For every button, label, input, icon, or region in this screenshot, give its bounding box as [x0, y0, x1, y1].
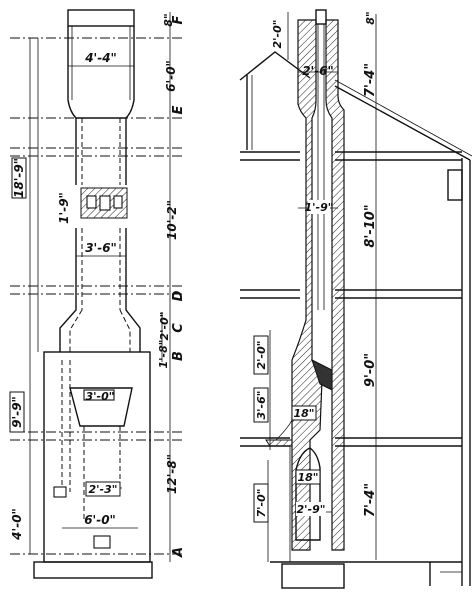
dim-top-ext: 2'-0" [271, 20, 284, 49]
footing [33, 561, 153, 579]
ash-pit [295, 447, 321, 541]
level-f: F [171, 15, 186, 24]
middle-shaft-lower [59, 228, 141, 352]
dim-first-floor: 9'-0" [363, 353, 378, 387]
dim-second-floor: 8'-10" [363, 204, 378, 247]
ash-door [93, 535, 111, 549]
firebox [69, 387, 133, 427]
dim-top-cap: 8" [162, 13, 175, 26]
dim-transition-2: 1'-8" [157, 340, 170, 369]
level-e: E [171, 105, 186, 114]
level-d: D [171, 290, 186, 301]
dim-flue-size: 1'-9" [57, 192, 71, 224]
lower-body [43, 351, 151, 563]
level-b: B [171, 351, 186, 361]
top-cap [67, 9, 135, 27]
hearth [265, 439, 293, 447]
right-footing [281, 563, 345, 589]
dim-throat: 2'-0" [255, 341, 268, 370]
upper-section [67, 26, 135, 119]
dim-basement: 7'-4" [363, 483, 378, 517]
level-c: C [171, 323, 186, 333]
chimney-right-wall [325, 19, 345, 551]
dim-right-top-cap: 8" [364, 11, 377, 24]
dim-lower-overall-frame [9, 391, 25, 433]
dim-opening-1: 18" [293, 407, 314, 420]
flue-cap [315, 9, 327, 25]
dim-right-flue: 1'-9" [305, 201, 334, 214]
dim-ash-pit: 7'-0" [255, 489, 268, 518]
cleanout-door-left [53, 486, 67, 498]
level-a: A [171, 547, 186, 558]
dim-base-height: 4'-0" [10, 508, 24, 541]
dim-mid-width: 3'-6" [85, 241, 117, 255]
dim-mid-height: 10'-2" [165, 200, 179, 240]
dim-basement-width: 2'-9" [297, 503, 326, 516]
dim-ash-width: 2'-3" [89, 483, 118, 496]
dim-opening-2: 18" [297, 471, 318, 484]
dim-transition-1: 2'-0" [158, 312, 171, 341]
dim-overall-upper-frame [11, 157, 27, 199]
dim-base-width: 6'-0" [84, 513, 116, 527]
left-elevation: 8" 4'-4" 6'-0" 18'-9" 1'-9" 10'-2" 3'-6"… [9, 9, 186, 579]
smoke-shelf [311, 359, 333, 391]
right-section: 2'-0" 8" 2'-6" 7'-4" 1'-9" 8'-10" 9'-0" … [239, 9, 473, 589]
middle-shaft-upper [75, 118, 127, 185]
dim-attic: 7'-4" [363, 63, 378, 97]
dim-upper-height: 6'-0" [164, 60, 178, 92]
dim-firebox: 3'-6" [255, 391, 268, 420]
dim-lower-height: 12'-8" [165, 454, 179, 494]
dim-right-top-width: 2'-6" [302, 64, 334, 78]
dim-firebox-width: 3'-0" [86, 390, 115, 403]
dim-lower-overall: 9'-9" [10, 396, 24, 428]
dim-overall-upper: 18'-9" [12, 158, 26, 198]
dim-top-width: 4'-4" [84, 51, 117, 65]
main-roof [334, 85, 471, 161]
